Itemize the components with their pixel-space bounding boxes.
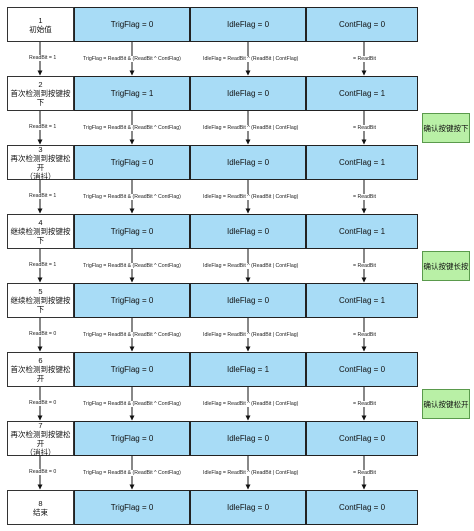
cont-flag-cell: ContFlag = 0 xyxy=(306,352,418,387)
idle-formula: IdleFlag = ReadBit ^ (ReadBit | ContFlag… xyxy=(202,125,300,131)
step-label: 首次检测到按键按下 xyxy=(10,89,71,107)
step-sublabel: （消抖） xyxy=(25,447,56,457)
cont-formula: = ReadBit xyxy=(352,56,377,62)
step-number: 2 xyxy=(38,80,43,89)
idle-formula: IdleFlag = ReadBit ^ (ReadBit | ContFlag… xyxy=(202,470,300,476)
idle-formula: IdleFlag = ReadBit ^ (ReadBit | ContFlag… xyxy=(202,263,300,269)
idle-formula: IdleFlag = ReadBit ^ (ReadBit | ContFlag… xyxy=(202,332,300,338)
step-number: 1 xyxy=(38,15,43,25)
readbit-label: ReadBit = 0 xyxy=(28,400,58,406)
cont-flag-cell: ContFlag = 0 xyxy=(306,421,418,456)
readbit-label: ReadBit = 0 xyxy=(28,331,58,337)
trig-flag-cell: TrigFlag = 0 xyxy=(74,283,190,318)
step-sublabel: （消抖） xyxy=(25,171,56,181)
cont-flag-cell: ContFlag = 1 xyxy=(306,145,418,180)
readbit-label: ReadBit = 1 xyxy=(28,193,58,199)
trig-flag-cell: TrigFlag = 0 xyxy=(74,214,190,249)
trig-flag-cell: TrigFlag = 0 xyxy=(74,145,190,180)
cont-flag-cell: ContFlag = 1 xyxy=(306,76,418,111)
step-number: 8 xyxy=(38,498,43,508)
idle-formula: IdleFlag = ReadBit ^ (ReadBit | ContFlag… xyxy=(202,401,300,407)
idle-flag-cell: IdleFlag = 0 xyxy=(190,490,306,525)
step-label: 再次检测到按键松开 xyxy=(10,429,71,448)
step-number: 3 xyxy=(38,144,43,154)
cont-formula: = ReadBit xyxy=(352,470,377,476)
cont-flag-cell: ContFlag = 1 xyxy=(306,283,418,318)
cont-formula: = ReadBit xyxy=(352,125,377,131)
readbit-label: ReadBit = 1 xyxy=(28,124,58,130)
step-label: 再次检测到按键松开 xyxy=(10,153,71,172)
cont-formula: = ReadBit xyxy=(352,263,377,269)
cont-flag-cell: ContFlag = 1 xyxy=(306,214,418,249)
confirm-note: 确认按键长按 xyxy=(422,251,470,281)
trig-formula: TrigFlag = ReadBit & (ReadBit ^ ContFlag… xyxy=(82,401,182,407)
step-number: 7 xyxy=(38,420,43,430)
trig-flag-cell: TrigFlag = 0 xyxy=(74,490,190,525)
trig-flag-cell: TrigFlag = 0 xyxy=(74,421,190,456)
trig-flag-cell: TrigFlag = 0 xyxy=(74,352,190,387)
readbit-label: ReadBit = 0 xyxy=(28,469,58,475)
idle-flag-cell: IdleFlag = 0 xyxy=(190,421,306,456)
trig-formula: TrigFlag = ReadBit & (ReadBit ^ ContFlag… xyxy=(82,332,182,338)
idle-flag-cell: IdleFlag = 1 xyxy=(190,352,306,387)
step-label: 结束 xyxy=(33,507,48,517)
cont-flag-cell: ContFlag = 0 xyxy=(306,490,418,525)
idle-flag-cell: IdleFlag = 0 xyxy=(190,7,306,42)
idle-flag-cell: IdleFlag = 0 xyxy=(190,145,306,180)
idle-flag-cell: IdleFlag = 0 xyxy=(190,76,306,111)
idle-formula: IdleFlag = ReadBit ^ (ReadBit | ContFlag… xyxy=(202,194,300,200)
trig-formula: TrigFlag = ReadBit & (ReadBit ^ ContFlag… xyxy=(82,194,182,200)
cont-flag-cell: ContFlag = 0 xyxy=(306,7,418,42)
cont-formula: = ReadBit xyxy=(352,332,377,338)
step-number: 6 xyxy=(38,356,43,365)
step-label: 继续检测到按键按下 xyxy=(10,296,71,314)
trig-formula: TrigFlag = ReadBit & (ReadBit ^ ContFlag… xyxy=(82,263,182,269)
step-label: 继续检测到按键按下 xyxy=(10,227,71,245)
idle-formula: IdleFlag = ReadBit ^ (ReadBit | ContFlag… xyxy=(202,56,300,62)
readbit-label: ReadBit = 1 xyxy=(28,262,58,268)
trig-flag-cell: TrigFlag = 1 xyxy=(74,76,190,111)
confirm-note: 确认按键松开 xyxy=(422,389,470,419)
step-label: 初始值 xyxy=(29,24,52,34)
idle-flag-cell: IdleFlag = 0 xyxy=(190,214,306,249)
trig-formula: TrigFlag = ReadBit & (ReadBit ^ ContFlag… xyxy=(82,125,182,131)
idle-flag-cell: IdleFlag = 0 xyxy=(190,283,306,318)
trig-formula: TrigFlag = ReadBit & (ReadBit ^ ContFlag… xyxy=(82,56,182,62)
trig-formula: TrigFlag = ReadBit & (ReadBit ^ ContFlag… xyxy=(82,470,182,476)
cont-formula: = ReadBit xyxy=(352,401,377,407)
readbit-label: ReadBit = 1 xyxy=(28,55,58,61)
step-number: 5 xyxy=(38,287,43,296)
trig-flag-cell: TrigFlag = 0 xyxy=(74,7,190,42)
step-label: 首次检测到按键松开 xyxy=(10,365,71,383)
confirm-note: 确认按键按下 xyxy=(422,113,470,143)
cont-formula: = ReadBit xyxy=(352,194,377,200)
step-number: 4 xyxy=(38,218,43,227)
